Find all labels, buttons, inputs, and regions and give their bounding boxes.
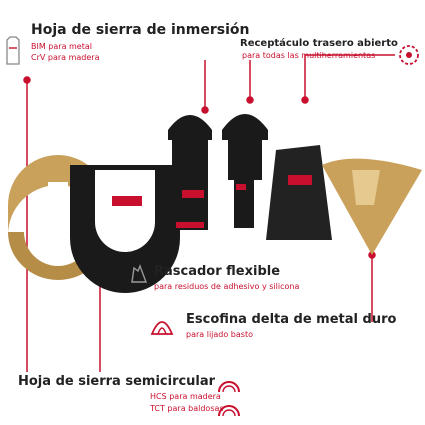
delta-rasp-icon bbox=[150, 321, 174, 335]
black-semicircular-blade bbox=[70, 165, 180, 293]
plunge-blade-icon bbox=[6, 36, 20, 65]
semi-line2: TCT para baldosas bbox=[150, 404, 224, 413]
icon-scraper bbox=[128, 262, 150, 284]
scraper-line1: para residuos de adhesivo y silicona bbox=[154, 282, 300, 291]
icon-rear-mount bbox=[398, 44, 420, 66]
semi-line1: HCS para madera bbox=[150, 392, 221, 401]
plunge-blade-1 bbox=[168, 115, 212, 230]
delta-rasp bbox=[322, 158, 422, 255]
icon-semicircular-blade bbox=[216, 372, 242, 420]
icon-delta-rasp bbox=[150, 312, 174, 336]
plunge-title: Hoja de sierra de inmersión bbox=[31, 22, 250, 38]
semicircular-blade-icon bbox=[218, 381, 240, 417]
icon-plunge-blade bbox=[4, 34, 22, 66]
flexible-scraper bbox=[266, 145, 332, 240]
plunge-blade-2 bbox=[222, 114, 268, 228]
rear-title: Receptáculo trasero abierto bbox=[240, 38, 398, 49]
delta-line1: para lijado basto bbox=[186, 330, 253, 339]
rear-line1: para todas las multiherramientas bbox=[242, 51, 376, 60]
scraper-icon bbox=[131, 264, 148, 283]
semi-title: Hoja de sierra semicircular bbox=[18, 374, 216, 389]
rear-mount-icon bbox=[399, 45, 419, 65]
plunge-line1: BIM para metal bbox=[31, 42, 92, 51]
plunge-line2: CrV para madera bbox=[31, 53, 100, 62]
delta-title: Escofina delta de metal duro bbox=[186, 312, 397, 327]
scraper-title: Rascador flexible bbox=[154, 264, 281, 279]
